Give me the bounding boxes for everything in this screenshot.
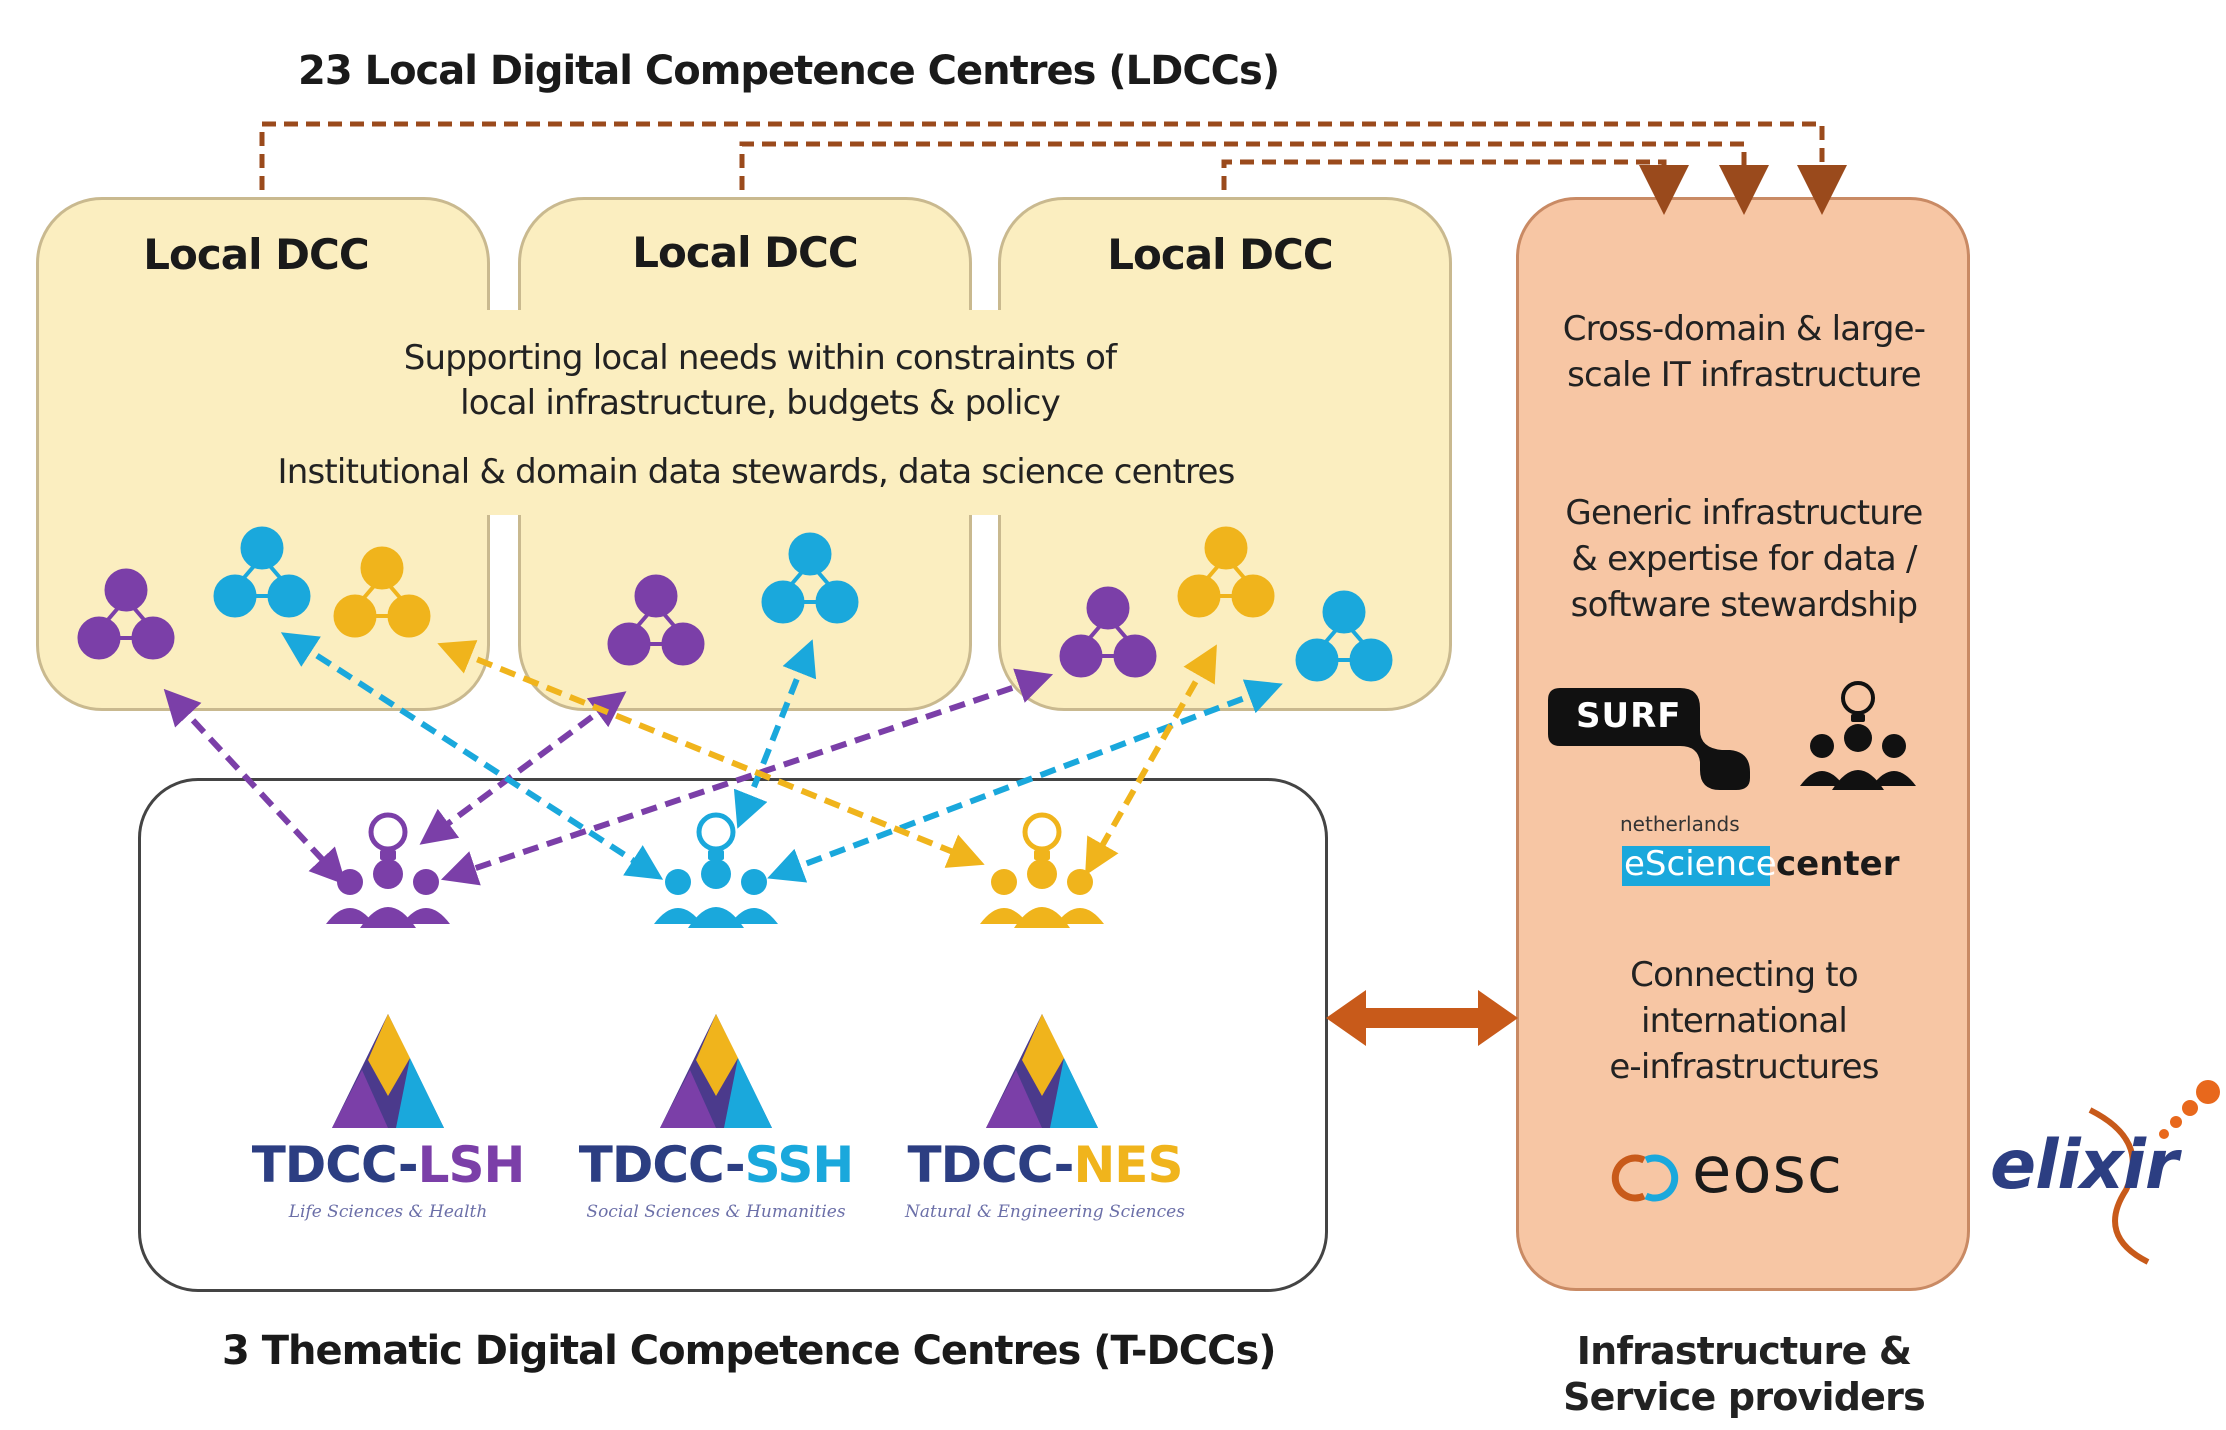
eosc-symbol (1611, 1154, 1679, 1202)
tdcc-lsh-prefix: TDCC- (251, 1136, 419, 1194)
escience-team-icon (1800, 681, 1916, 790)
surf-label: SURF (1576, 696, 1682, 736)
local-dcc-shared-band (460, 310, 1020, 515)
tdcc-lsh-suffix: LSH (417, 1136, 526, 1194)
network-icon-blue-3 (1294, 589, 1394, 683)
tdcc-ssh-prefix: TDCC- (578, 1136, 746, 1194)
network-icon-purple-2 (606, 573, 706, 667)
network-icon-yellow-1 (332, 545, 432, 639)
dcc-logo-nes (986, 1014, 1098, 1128)
infra-heading: Infrastructure & Service providers (1526, 1328, 1962, 1420)
local-dcc-shared-band-right (1000, 310, 1260, 515)
infra-heading-line1: Infrastructure & (1576, 1329, 1912, 1373)
infra-text-2: Generic infrastructure & expertise for d… (1526, 490, 1962, 628)
escience-highlight (1622, 846, 1770, 886)
tdcc-ssh-name: TDCC-SSH (576, 1136, 856, 1194)
arrow-purple-3 (440, 668, 1054, 886)
escience-center-label: center (1776, 844, 1900, 884)
tdcc-infra-arrow (1326, 990, 1518, 1046)
network-icon-blue-2 (760, 531, 860, 625)
elixir-logo-helix (2088, 1080, 2220, 1265)
tdcc-nes-name: TDCC-NES (900, 1136, 1190, 1194)
escience-highlight-label: eScience (1624, 844, 1777, 884)
tdcc-ssh-suffix: SSH (744, 1136, 855, 1194)
escience-small-label: netherlands (1620, 812, 1740, 836)
tdcc-nes-suffix: NES (1073, 1136, 1183, 1194)
ldcc-dashed-connectors (259, 121, 1847, 215)
infra-text-2-line1: Generic infrastructure (1565, 493, 1923, 533)
team-icon-blue (654, 812, 778, 928)
arrow-blue-2 (733, 639, 817, 829)
arrow-purple-1 (163, 688, 347, 886)
arrow-purple-2 (419, 691, 627, 845)
local-dcc-title-1: Local DCC (143, 230, 369, 279)
arrow-yellow-1 (437, 640, 985, 868)
arrow-blue-1 (280, 632, 664, 880)
infra-text-3-line2: international (1640, 1001, 1848, 1041)
dcc-logo-lsh (332, 1014, 444, 1128)
infra-text-1: Cross-domain & large- scale IT infrastru… (1526, 306, 1962, 398)
local-dcc-title-3: Local DCC (1107, 230, 1333, 279)
local-text-line1: Supporting local needs within constraint… (403, 338, 1117, 378)
elixir-logo-text: elixir (1990, 1126, 2178, 1205)
local-text-line2: local infrastructure, budgets & policy (460, 383, 1061, 423)
local-text-line3: Institutional & domain data stewards, da… (277, 452, 1236, 492)
network-icon-yellow-3 (1176, 525, 1276, 619)
infra-text-2-line2: & expertise for data / (1571, 539, 1917, 579)
infra-text-1-line1: Cross-domain & large- (1562, 309, 1926, 349)
arrow-blue-3 (767, 679, 1283, 883)
infra-text-3-line1: Connecting to (1630, 955, 1859, 995)
ldcc-heading: 23 Local Digital Competence Centres (LDC… (298, 48, 1280, 94)
network-icon-purple-1 (76, 567, 176, 661)
team-icon-yellow (980, 812, 1104, 928)
infra-heading-line2: Service providers (1563, 1375, 1926, 1419)
infra-text-3: Connecting to international e-infrastruc… (1526, 952, 1962, 1090)
surf-logo (1548, 688, 1750, 790)
tdcc-heading: 3 Thematic Digital Competence Centres (T… (222, 1328, 1277, 1374)
local-dcc-shared-band-left (260, 310, 480, 515)
infra-text-2-line3: software stewardship (1570, 585, 1918, 625)
eosc-label: eosc (1692, 1134, 1844, 1208)
team-icon-purple (326, 812, 450, 928)
infra-text-1-line2: scale IT infrastructure (1567, 355, 1922, 395)
network-icon-purple-3 (1058, 585, 1158, 679)
local-dcc-title-2: Local DCC (632, 228, 858, 277)
tdcc-lsh-subtitle: Life Sciences & Health (288, 1202, 488, 1222)
infra-text-3-line3: e-infrastructures (1609, 1047, 1879, 1087)
network-icon-blue-1 (212, 525, 312, 619)
dcc-logo-ssh (660, 1014, 772, 1128)
tdcc-nes-subtitle: Natural & Engineering Sciences (905, 1202, 1185, 1222)
tdcc-nes-prefix: TDCC- (907, 1136, 1075, 1194)
tdcc-ssh-subtitle: Social Sciences & Humanities (586, 1202, 846, 1222)
tdcc-lsh-name: TDCC-LSH (248, 1136, 528, 1194)
arrow-yellow-2 (1085, 644, 1217, 876)
